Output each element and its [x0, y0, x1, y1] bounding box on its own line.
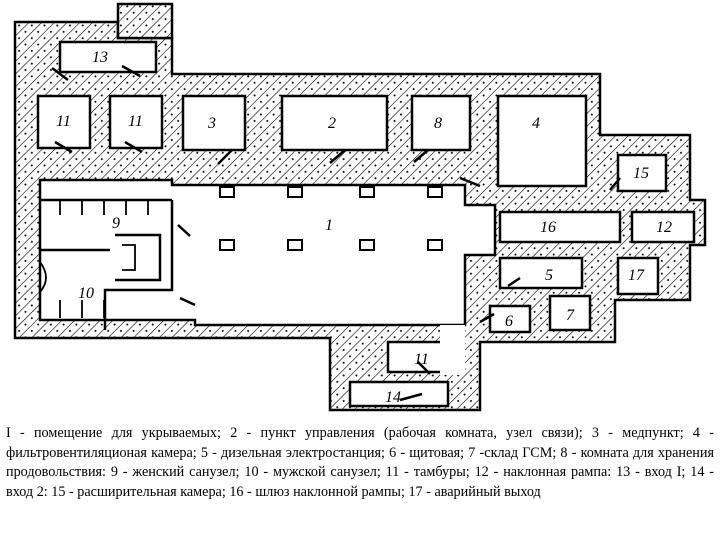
- room-4: [496, 94, 588, 188]
- label-room-10: 10: [78, 285, 94, 302]
- label-room-17: 17: [628, 267, 645, 284]
- column: [427, 186, 443, 198]
- room-7: [548, 294, 592, 332]
- label-room-16: 16: [540, 219, 556, 236]
- label-room-8: 8: [434, 115, 442, 132]
- label-room-7: 7: [566, 307, 575, 324]
- room-15: [616, 153, 668, 193]
- label-room-12: 12: [656, 219, 672, 236]
- column: [359, 239, 375, 251]
- label-room-11-bottom: 11: [414, 351, 429, 368]
- sanitary-partitions: [39, 198, 174, 330]
- room-17: [616, 256, 660, 296]
- room-2: [280, 94, 389, 152]
- column: [219, 239, 235, 251]
- room-8: [410, 94, 472, 152]
- label-room-15: 15: [633, 165, 649, 182]
- plan-legend: I - помещение для укрываемых; 2 - пункт …: [6, 425, 714, 500]
- room-12: [630, 210, 696, 244]
- room-11-right: [108, 94, 164, 150]
- column: [287, 239, 303, 251]
- room-13: [58, 40, 158, 74]
- label-room-11-left: 11: [56, 113, 71, 130]
- column: [427, 239, 443, 251]
- shelter-floor-plan: 1 2 3 4 5 6 7 8 9 10 11 11 11 12 13 14 1…: [13, 2, 707, 412]
- door-marks: [51, 64, 621, 402]
- column: [287, 186, 303, 198]
- column: [359, 186, 375, 198]
- label-room-13: 13: [92, 49, 108, 66]
- room-labels: 1 2 3 4 5 6 7 8 9 10 11 11 11 12 13 14 1…: [56, 49, 672, 406]
- room-3: [181, 94, 247, 152]
- label-room-9: 9: [112, 215, 120, 232]
- label-room-4: 4: [532, 115, 540, 132]
- label-room-2: 2: [328, 115, 336, 132]
- column: [219, 186, 235, 198]
- main-hall: [38, 178, 497, 327]
- label-room-1: 1: [325, 217, 333, 234]
- label-room-6: 6: [505, 313, 513, 330]
- room-6: [488, 304, 532, 334]
- bottom-passage: [440, 325, 465, 375]
- label-room-11-right: 11: [128, 113, 143, 130]
- label-room-3: 3: [207, 115, 216, 132]
- room-14: [348, 380, 450, 408]
- label-room-5: 5: [545, 267, 553, 284]
- room-16: [498, 210, 622, 244]
- hall-columns: [219, 186, 443, 251]
- label-room-14: 14: [385, 389, 401, 406]
